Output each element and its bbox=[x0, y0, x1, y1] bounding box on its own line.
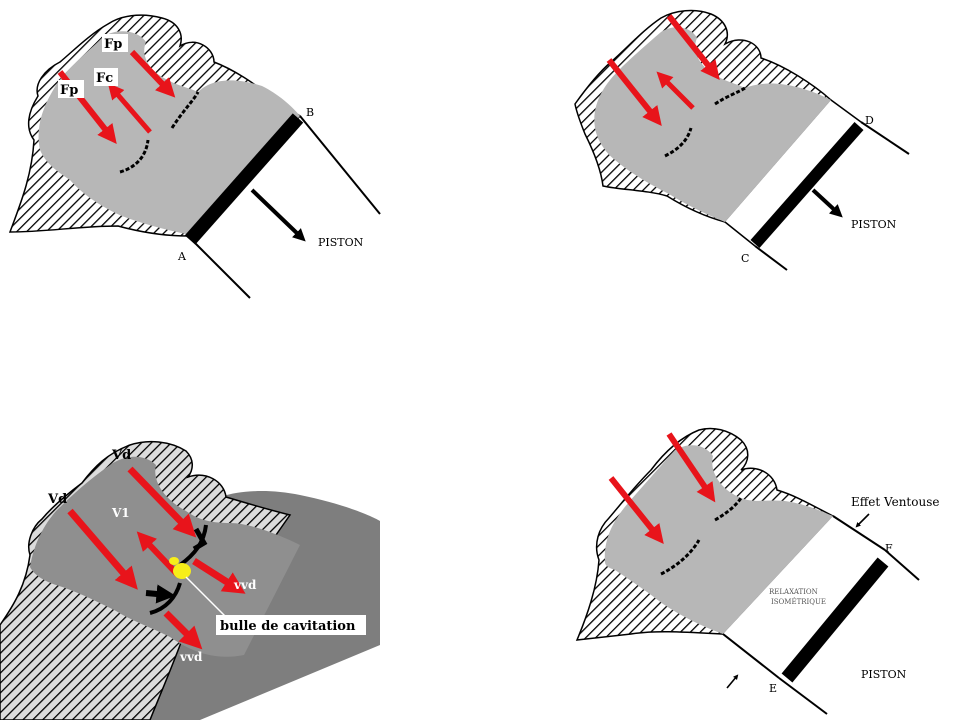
cylinder-line-bottom bbox=[188, 236, 250, 298]
label-bubble: bulle de cavitation bbox=[220, 619, 356, 634]
label-piston: PISTON bbox=[318, 236, 364, 249]
suction-arrow-top bbox=[857, 514, 869, 526]
panel-suction: Effet Ventouse F E RELAXATION ISOMÉTRIQU… bbox=[565, 420, 955, 720]
label-point-b: B bbox=[306, 106, 314, 119]
suction-arrow-bottom bbox=[727, 676, 737, 688]
label-point-d: D bbox=[865, 114, 874, 127]
cavitation-bubble bbox=[173, 563, 191, 579]
black-arrow-lower bbox=[146, 593, 168, 595]
label-point-f: F bbox=[885, 542, 893, 555]
label-fp-left: Fp bbox=[60, 83, 78, 98]
label-vd-top: Vd bbox=[111, 448, 131, 463]
label-vd-left: Vd bbox=[47, 492, 67, 507]
label-fc: Fc bbox=[96, 71, 113, 86]
piston-arrow bbox=[252, 190, 302, 238]
panel-cavitation: Vd Vd V1 vvd vvd bulle de cavitation bbox=[0, 425, 380, 720]
piston-arrow bbox=[813, 190, 839, 214]
panel-piston-ab: Fp Fc Fp A B PISTON bbox=[0, 0, 480, 320]
cylinder-line-bottom bbox=[755, 246, 787, 270]
label-point-a: A bbox=[177, 250, 187, 263]
label-vvd-right: vvd bbox=[233, 578, 257, 592]
label-point-c: C bbox=[741, 252, 749, 265]
label-vvd-bottom: vvd bbox=[179, 650, 203, 664]
cylinder-line-top bbox=[300, 116, 380, 214]
label-isometrique: ISOMÉTRIQUE bbox=[771, 597, 826, 606]
label-piston: PISTON bbox=[851, 218, 897, 231]
label-point-e: E bbox=[769, 682, 777, 695]
label-effet-ventouse: Effet Ventouse bbox=[851, 495, 939, 509]
cavitation-bubble-small bbox=[169, 557, 179, 565]
label-v1: V1 bbox=[111, 506, 130, 520]
panel-piston-cd: C D PISTON bbox=[565, 0, 955, 320]
label-relaxation: RELAXATION bbox=[769, 588, 818, 596]
cylinder-line-bottom bbox=[779, 678, 827, 714]
label-fp-top: Fp bbox=[104, 37, 122, 52]
label-piston: PISTON bbox=[861, 668, 907, 681]
